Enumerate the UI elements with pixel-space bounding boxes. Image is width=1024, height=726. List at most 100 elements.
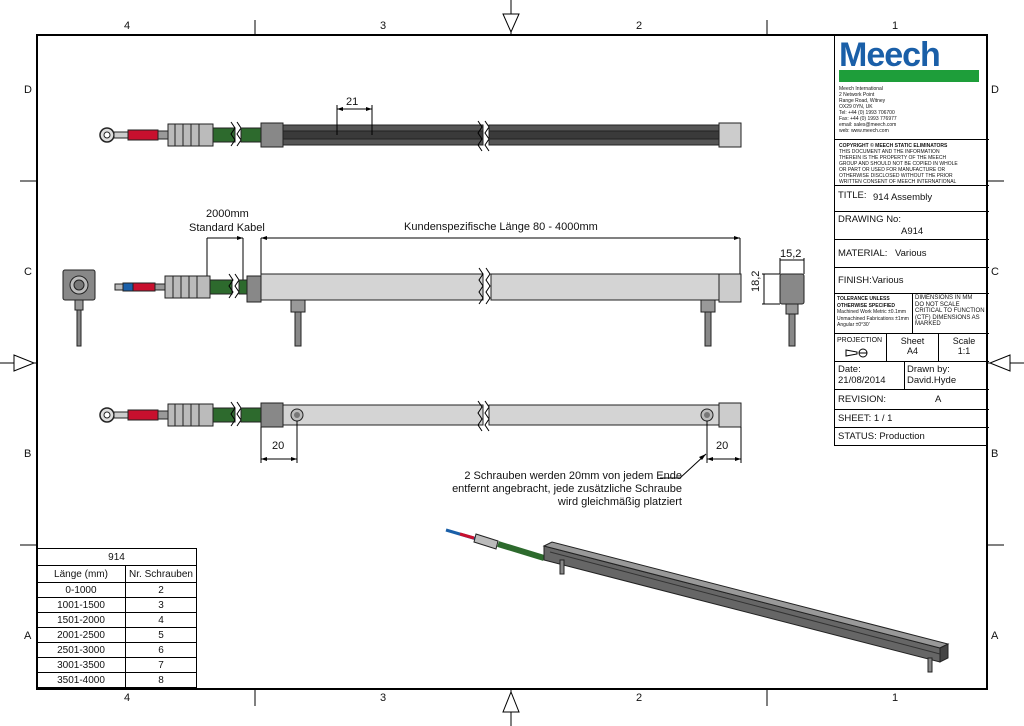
zone-col-top-1: 1	[892, 20, 899, 32]
screw-placement-note: 2 Schrauben werden 20mm von jedem Ende e…	[446, 470, 682, 509]
revision-label: REVISION:	[838, 394, 887, 405]
tolerance-line: Machined Work Metric ±0.1mm	[837, 309, 907, 315]
status-row: STATUS: Production	[835, 428, 989, 445]
scale-label: Scale	[952, 336, 976, 346]
zone-col-bottom-4: 4	[124, 692, 131, 704]
copyright-line: OR PART OR USED FOR MANUFACTURE OR	[839, 167, 946, 173]
copyright-line: OTHERWISE DISCLOSED WITHOUT THE PRIOR	[839, 173, 953, 179]
table-header-length: Länge (mm)	[36, 565, 126, 583]
projection-cell: PROJECTION	[835, 334, 887, 361]
dim-cable-label: Standard Kabel	[189, 222, 265, 234]
date-row: Date: 21/08/2014 Drawn by: David.Hyde	[835, 362, 989, 390]
length-cell: 3501-4000	[36, 672, 126, 688]
zone-col-bottom-2: 2	[636, 692, 643, 704]
address-line: Fax: +44 (0) 1993 776977	[839, 116, 897, 122]
zone-row-left-b: B	[24, 448, 32, 460]
table-title: 914	[36, 548, 197, 566]
sheet-label: Sheet	[900, 336, 925, 346]
sheet-frame	[36, 34, 988, 690]
note-line-1: 2 Schrauben werden 20mm von jedem Ende	[464, 470, 682, 482]
address-line: Range Road, Witney	[839, 98, 886, 104]
screws-cell: 2	[125, 582, 197, 598]
tolerance-panel: TOLERANCE UNLESS OTHERWISE SPECIFIED Mac…	[835, 294, 913, 333]
length-cell: 1501-2000	[36, 612, 126, 628]
scale-note-line: (CTF) DIMENSIONS AS	[915, 314, 980, 321]
sheet-count-row: SHEET: 1 / 1	[835, 410, 989, 428]
tolerance-row: TOLERANCE UNLESS OTHERWISE SPECIFIED Mac…	[835, 294, 989, 334]
screws-cell: 8	[125, 672, 197, 688]
note-line-3: wird gleichmäßig platziert	[557, 496, 682, 508]
dim-height: 18,2	[750, 270, 762, 292]
date-label: Date:	[838, 364, 861, 375]
dim-width: 15,2	[780, 248, 802, 260]
screws-cell: 7	[125, 657, 197, 673]
company-panel: Meech Meech International 2 Network Poin…	[835, 34, 989, 140]
sheet-value: A4	[906, 346, 918, 356]
side-end-view	[762, 258, 805, 347]
address-line: Tel: +44 (0) 1993 706700	[839, 110, 895, 116]
scale-note-line: MARKED	[915, 321, 941, 327]
zone-row-right-c: C	[991, 266, 999, 278]
drawn-label: Drawn by:	[907, 364, 950, 375]
length-cell: 2001-2500	[36, 627, 126, 643]
address-line: 2 Network Point	[839, 92, 875, 98]
zone-col-bottom-3: 3	[380, 692, 387, 704]
company-logo: Meech	[839, 36, 941, 74]
material-row: MATERIAL: Various	[835, 240, 989, 268]
projection-symbol-icon	[845, 348, 868, 358]
finish-row: FINISH: Various	[835, 268, 989, 294]
bottom-view-drawing	[99, 400, 742, 463]
zone-col-bottom-1: 1	[892, 692, 899, 704]
scale-note-line: DIMENSIONS IN MM	[915, 295, 973, 301]
note-line-2: entfernt angebracht, jede zusätzliche Sc…	[452, 483, 682, 495]
length-cell: 1001-1500	[36, 597, 126, 613]
zone-col-top-2: 2	[636, 20, 643, 32]
dim-end-right: 20	[716, 440, 729, 452]
revision-row: REVISION: A	[835, 390, 989, 410]
zone-col-top-3: 3	[380, 20, 387, 32]
logo-green-bar	[839, 70, 979, 82]
address-line: Meech International	[839, 86, 883, 92]
zone-col-top-4: 4	[124, 20, 131, 32]
screws-cell: 5	[125, 627, 197, 643]
dim-cable-length: 2000mm	[206, 208, 249, 220]
scale-note-line: CRITICAL TO FUNCTION	[915, 308, 985, 314]
drawing-label: DRAWING No:	[838, 214, 901, 225]
screws-cell: 6	[125, 642, 197, 658]
copyright-line: THIS DOCUMENT AND THE INFORMATION	[839, 149, 940, 155]
finish-value: Various	[872, 275, 904, 286]
zone-row-left-a: A	[24, 630, 32, 642]
copyright-line: COPYRIGHT © MEECH STATIC ELIMINATORS	[839, 143, 948, 149]
status-text: STATUS: Production	[838, 431, 925, 442]
projection-row: PROJECTION Sheet A4 Scale 1:1	[835, 334, 989, 362]
zone-row-right-d: D	[991, 84, 999, 96]
copyright-line: GROUP AND SHOULD NOT BE COPIED IN WHOLE	[839, 161, 958, 167]
table-header-screws: Nr. Schrauben	[125, 565, 197, 583]
address-line: email: sales@meech.com	[839, 122, 897, 128]
tolerance-line: TOLERANCE UNLESS	[837, 296, 890, 302]
tolerance-line: Angular ±0°30'	[837, 322, 870, 328]
scale-note-line: DO NOT SCALE	[915, 301, 960, 308]
address-line: web: www.meech.com	[839, 128, 889, 134]
length-cell: 3001-3500	[36, 657, 126, 673]
zone-row-right-a: A	[991, 630, 999, 642]
sheet-count: SHEET: 1 / 1	[838, 413, 893, 424]
screws-cell: 4	[125, 612, 197, 628]
address-line: OX29 0YN, UK	[839, 104, 873, 110]
zone-row-left-d: D	[24, 84, 32, 96]
dim-end-left: 20	[272, 440, 285, 452]
title-label: TITLE:	[838, 190, 867, 201]
drawing-value: A914	[901, 226, 924, 237]
screws-cell: 3	[125, 597, 197, 613]
date-value: 21/08/2014	[838, 375, 886, 386]
top-view-drawing	[99, 105, 742, 152]
sheet-size-cell: Sheet A4	[887, 334, 939, 361]
